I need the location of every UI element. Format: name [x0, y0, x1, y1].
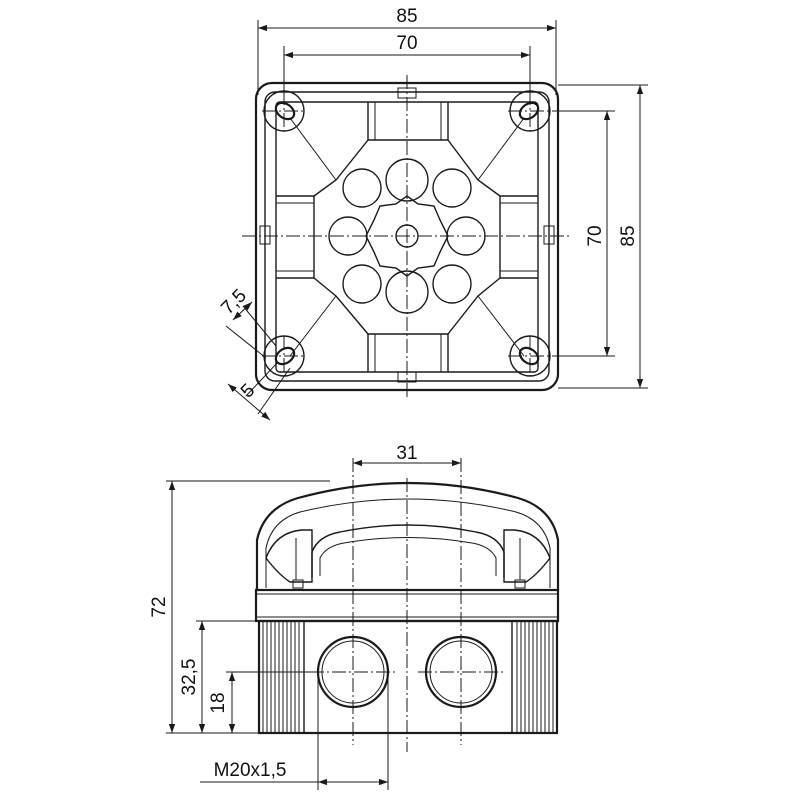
top-view: 85 70 70 85 7,5 — [217, 6, 648, 421]
dim-slot-width-label: 5 — [237, 380, 259, 402]
front-view: 31 72 32,5 18 M20x1,5 — [149, 443, 560, 790]
dimension-overall-width: 85 — [257, 6, 557, 95]
dimension-gland-spacing: 31 — [353, 443, 461, 467]
dimension-hole-spacing-y: 70 — [552, 110, 615, 357]
dim-gland-center-height-label: 18 — [208, 692, 229, 713]
dim-hole-spacing-y-label: 70 — [585, 225, 606, 246]
dim-slot-length-label: 7,5 — [217, 285, 251, 319]
dimension-hole-spacing-x: 70 — [283, 33, 531, 92]
dim-total-height-label: 72 — [149, 596, 170, 617]
dim-gland-spacing-label: 31 — [396, 443, 417, 464]
dimension-overall-height: 85 — [558, 84, 648, 389]
cover-dome — [255, 481, 560, 590]
dim-hole-spacing-x-label: 70 — [396, 33, 417, 54]
front-view-center-lines — [310, 458, 504, 752]
diagonal-walls — [289, 117, 525, 357]
thread-label: M20x1,5 — [214, 760, 287, 781]
dimension-gland-center-height: 18 — [208, 671, 320, 733]
dim-overall-width-label: 85 — [396, 6, 417, 27]
dim-base-height-label: 32,5 — [179, 659, 200, 696]
top-view-center-lines — [242, 75, 572, 398]
dim-overall-height-label: 85 — [618, 225, 639, 246]
dimension-base-height: 32,5 — [179, 620, 262, 733]
thread-dimension: M20x1,5 — [200, 672, 389, 790]
dimension-total-height: 72 — [149, 480, 330, 734]
wall-ribs — [259, 87, 555, 383]
dimension-slot-length: 7,5 — [217, 285, 277, 359]
base-body — [257, 619, 559, 735]
central-rosette — [328, 158, 486, 314]
